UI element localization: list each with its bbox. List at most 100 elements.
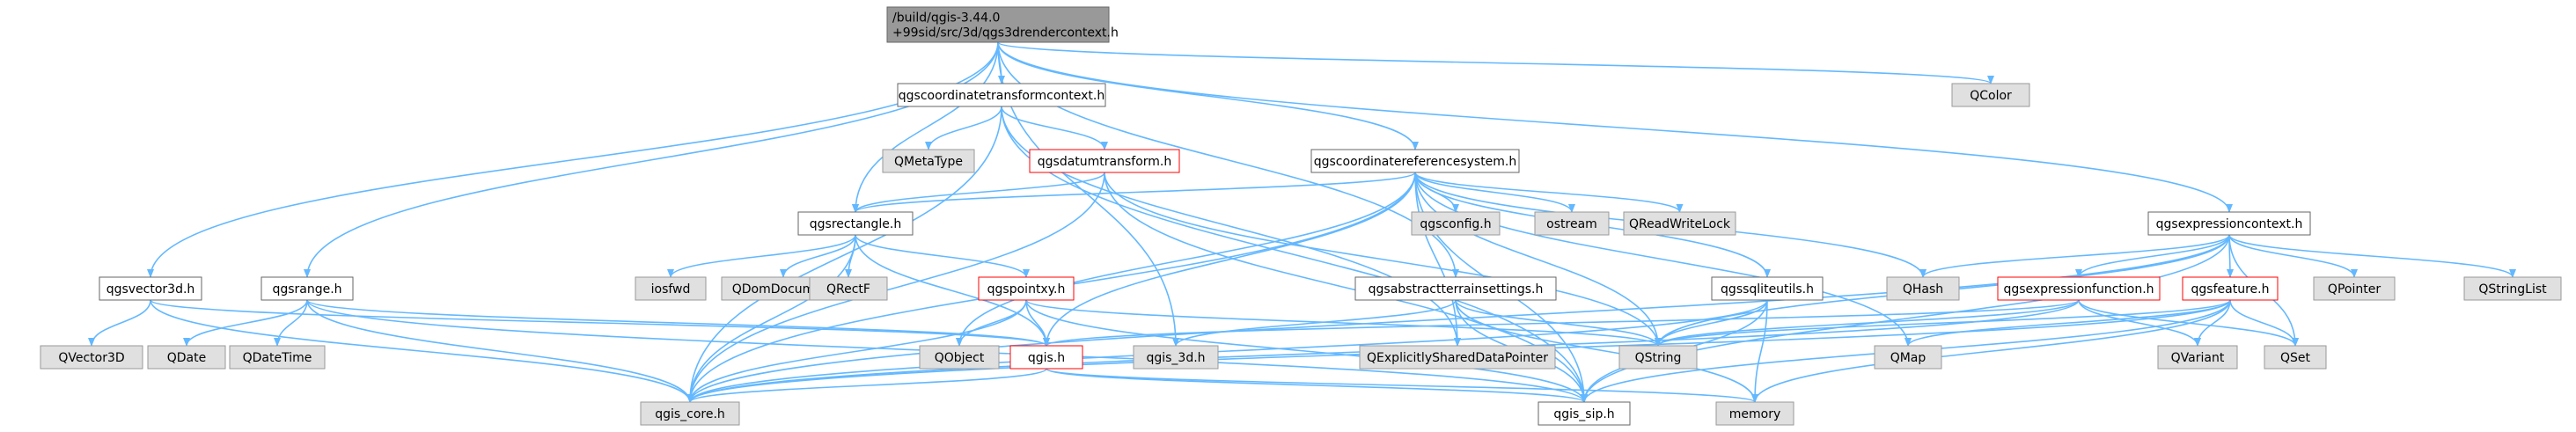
node-box-qrectf: [809, 276, 888, 301]
node-datum[interactable]: qgsdatumtransform.h: [1029, 149, 1180, 173]
node-rect[interactable]: qgsrectangle.h: [797, 211, 914, 236]
node-exprctx[interactable]: qgsexpressioncontext.h: [2147, 211, 2311, 236]
node-box-qstringlist: [2463, 276, 2562, 301]
node-exprfunc[interactable]: qgsexpressionfunction.h: [1997, 276, 2161, 301]
node-pointxy[interactable]: qgspointxy.h: [978, 276, 1075, 301]
node-label-terrain: qgsabstractterrainsettings.h: [1369, 282, 1544, 297]
node-feature[interactable]: qgsfeature.h: [2182, 276, 2279, 301]
node-box-qhash: [1886, 276, 1960, 301]
node-box-range: [261, 276, 354, 301]
node-box-qdatetime: [229, 345, 326, 370]
edge-exprfunc-to-qgish: [1043, 299, 2080, 347]
node-qrwlock: QReadWriteLock: [1623, 211, 1736, 236]
node-label-exprfunc: qgsexpressionfunction.h: [2003, 282, 2154, 297]
node-box-datum: [1029, 149, 1180, 173]
node-sqlite[interactable]: qgssqliteutils.h: [1711, 276, 1824, 301]
node-box-qstring: [1618, 345, 1698, 370]
edge-range-to-qdate: [183, 299, 308, 347]
node-vector3d[interactable]: qgsvector3d.h: [99, 276, 202, 301]
node-label-qgissip: qgis_sip.h: [1553, 407, 1614, 421]
node-terrain[interactable]: qgsabstractterrainsettings.h: [1354, 276, 1557, 301]
node-box-qmetatype: [882, 149, 975, 173]
node-box-iosfwd: [635, 276, 707, 301]
node-box-qrwlock: [1623, 211, 1736, 236]
node-qexplshared: QExplicitlySharedDataPointer: [1359, 345, 1556, 370]
node-qgis3d: qgis_3d.h: [1133, 345, 1219, 370]
node-label-coordxform: qgscoordinatetransformcontext.h: [899, 89, 1105, 103]
node-label-qrwlock: QReadWriteLock: [1629, 217, 1731, 231]
edge-feature-to-qvariant: [2194, 299, 2231, 347]
edge-coordxform-to-datum: [1001, 106, 1108, 150]
edge-qgish-to-qgiscore: [686, 368, 1047, 403]
edge-feature-to-qstring: [1655, 299, 2231, 347]
edge-range-to-qdatetime: [274, 299, 308, 347]
edge-crs-to-qexplshared: [1414, 172, 1461, 347]
node-qstring: QString: [1618, 345, 1698, 370]
node-qcolor: QColor: [1951, 83, 2030, 107]
node-box-pointxy: [978, 276, 1075, 301]
edge-range-to-qgish: [306, 299, 1050, 347]
edge-exprctx-to-exprfunc: [2075, 234, 2230, 278]
node-box-crs: [1310, 149, 1520, 173]
node-qobject: QObject: [919, 345, 1000, 370]
edge-vector3d-to-qgish: [150, 299, 1050, 347]
node-coordxform[interactable]: qgscoordinatetransformcontext.h: [897, 83, 1106, 107]
edge-crs-to-ostream: [1414, 172, 1575, 213]
node-box-qgsconfig: [1411, 211, 1501, 236]
node-qgish[interactable]: qgis.h: [1009, 345, 1083, 370]
edge-rect-to-qdomdoc: [780, 234, 856, 278]
node-box-rect: [797, 211, 914, 236]
node-box-ostream: [1534, 211, 1610, 236]
edge-coordxform-to-qgiscore: [686, 106, 1002, 403]
node-label-root: +99sid/src/3d/qgs3drendercontext.h: [892, 26, 1119, 40]
node-box-qgish: [1009, 345, 1083, 370]
node-box-qdate: [147, 345, 226, 370]
node-box-qgissip: [1538, 401, 1631, 426]
node-qpointer: QPointer: [2313, 276, 2396, 301]
node-qstringlist: QStringList: [2463, 276, 2562, 301]
node-memory: memory: [1715, 401, 1794, 426]
node-qvariant: QVariant: [2157, 345, 2238, 370]
edge-datum-to-rect: [852, 172, 1105, 213]
edge-feature-to-qmap: [1904, 299, 2231, 347]
node-label-qvariant: QVariant: [2171, 351, 2225, 365]
edge-datum-to-qgiscore: [686, 172, 1105, 403]
node-label-exprctx: qgsexpressioncontext.h: [2156, 217, 2303, 231]
node-label-qgish: qgis.h: [1028, 351, 1065, 365]
node-label-memory: memory: [1729, 407, 1781, 421]
node-label-qdate: QDate: [167, 351, 206, 365]
edge-terrain-to-qgis3d: [1172, 299, 1457, 347]
node-label-range: qgsrange.h: [272, 282, 341, 297]
node-box-coordxform: [897, 83, 1106, 107]
node-box-vector3d: [99, 276, 202, 301]
node-label-qpointer: QPointer: [2328, 282, 2381, 297]
node-box-qmap: [1874, 345, 1942, 370]
edge-exprfunc-to-qvariant: [2078, 299, 2201, 347]
edge-pointxy-to-qgissip: [1025, 299, 1588, 403]
edge-exprctx-to-qgissip: [1581, 234, 2230, 403]
node-qdatetime: QDateTime: [229, 345, 326, 370]
node-qmetatype: QMetaType: [882, 149, 975, 173]
node-crs[interactable]: qgscoordinatereferencesystem.h: [1310, 149, 1520, 173]
node-label-feature: qgsfeature.h: [2191, 282, 2270, 297]
node-root[interactable]: /build/qgis-3.44.0+99sid/src/3d/qgs3dren…: [886, 6, 1119, 43]
node-box-qobject: [919, 345, 1000, 370]
edge-crs-to-qstring: [1414, 172, 1662, 347]
edge-exprfunc-to-qset: [2078, 299, 2299, 347]
edge-qgish-to-memory: [1046, 368, 1758, 403]
node-label-qset: QSet: [2280, 351, 2311, 365]
node-box-qgiscore: [640, 401, 740, 426]
node-qhash: QHash: [1886, 276, 1960, 301]
node-qgissip[interactable]: qgis_sip.h: [1538, 401, 1631, 426]
edge-coordxform-to-qmetatype: [925, 106, 1002, 150]
node-qgsconfig: qgsconfig.h: [1411, 211, 1501, 236]
node-box-qvariant: [2157, 345, 2238, 370]
edge-exprctx-to-qgiscore: [686, 234, 2230, 403]
node-range[interactable]: qgsrange.h: [261, 276, 354, 301]
edge-coordxform-to-qexplshared: [1001, 106, 1461, 347]
edge-rect-to-qgiscore: [686, 234, 856, 403]
node-ostream: ostream: [1534, 211, 1610, 236]
node-box-exprctx: [2147, 211, 2311, 236]
edge-datum-to-qstring: [1104, 172, 1662, 347]
